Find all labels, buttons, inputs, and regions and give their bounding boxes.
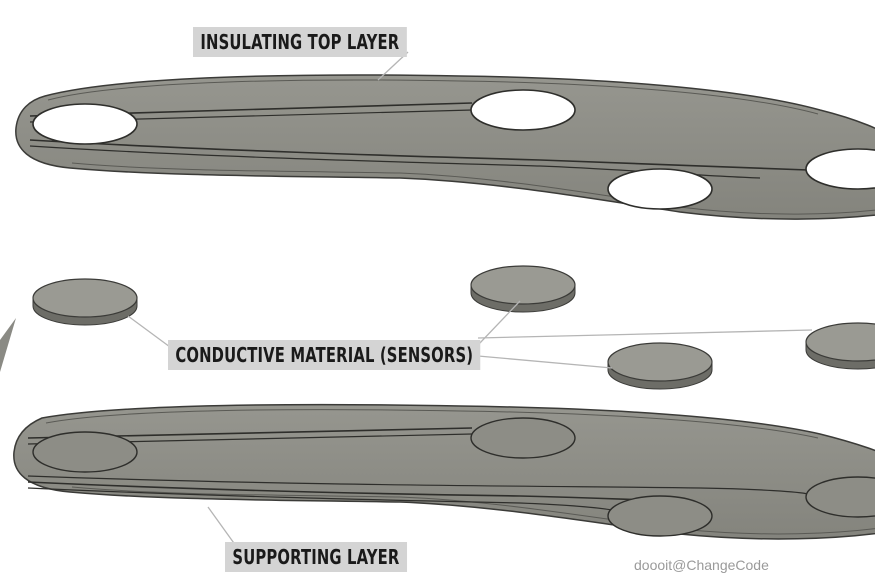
sensor-hole <box>805 148 875 190</box>
sensor-pad <box>32 431 138 473</box>
edge-fragment <box>0 318 16 372</box>
sensor-discs <box>32 265 875 390</box>
supporting-layer-label: SUPPORTING LAYER <box>225 542 407 572</box>
sensor-pad <box>470 417 576 459</box>
leader-line-sensor <box>477 329 813 339</box>
leader-line-bottom <box>207 506 237 547</box>
bottom-layer-rim <box>45 409 819 439</box>
sensor-disc <box>32 278 138 326</box>
sensor-pad <box>805 476 875 518</box>
conductive-trace <box>27 475 809 495</box>
sensor-hole <box>470 89 576 131</box>
watermark: doooit@ChangeCode <box>634 557 769 573</box>
top-layer-rim-lower <box>71 162 875 215</box>
leader-line-sensor <box>127 315 171 348</box>
conductive-trace <box>27 487 613 511</box>
sensor-disc <box>607 342 713 390</box>
bottom-layer-body <box>13 403 875 540</box>
insulating-top-layer <box>15 74 875 220</box>
top-layer-body <box>15 74 875 220</box>
conductive-trace <box>27 481 651 501</box>
leader-line-sensor <box>477 355 613 369</box>
leader-lines <box>127 51 813 547</box>
sensor-disc <box>805 322 875 370</box>
supporting-layer <box>13 403 875 540</box>
conductive-material-label: CONDUCTIVE MATERIAL (SENSORS) <box>168 340 481 370</box>
bottom-layer-rim-lower <box>71 486 875 535</box>
sensor-hole <box>607 168 713 210</box>
sensor-pad <box>607 495 713 537</box>
top-channel-line <box>29 139 809 171</box>
sensor-hole <box>32 103 138 145</box>
sensor-disc <box>470 265 576 313</box>
insulating-top-layer-label: INSULATING TOP LAYER <box>193 27 407 57</box>
top-layer-rim <box>47 79 819 115</box>
